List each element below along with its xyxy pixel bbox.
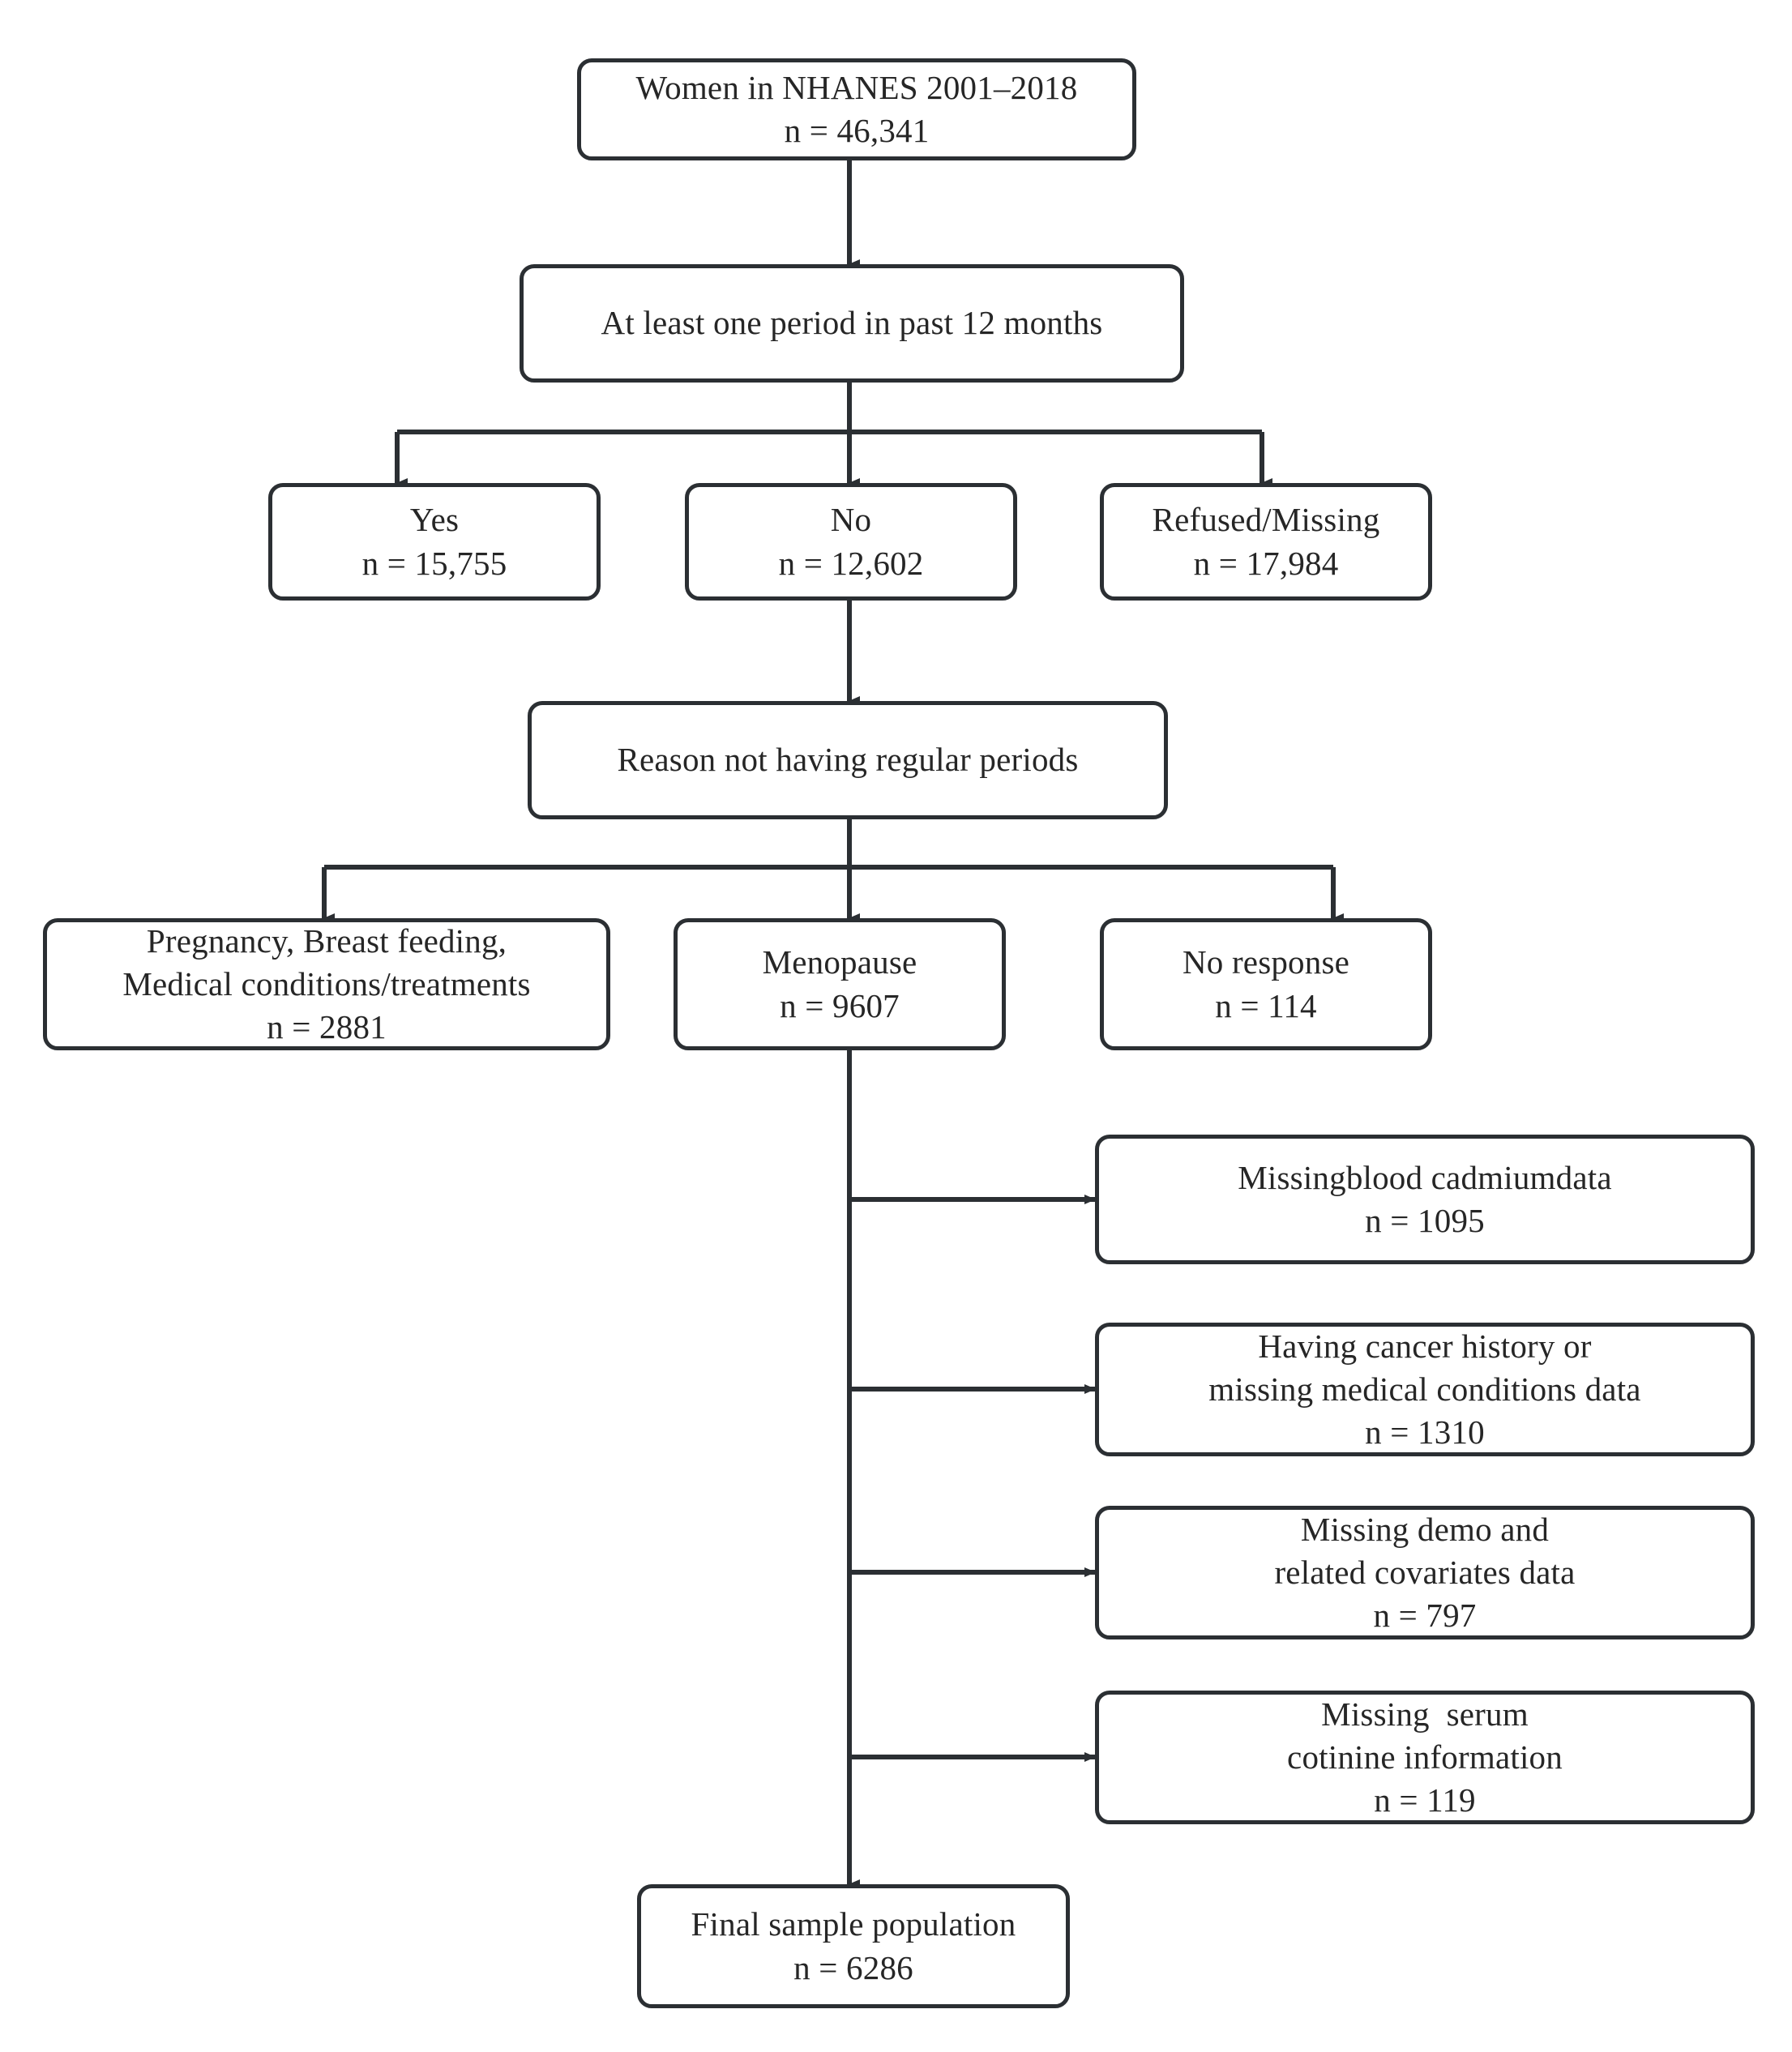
node-line: Menopause bbox=[762, 943, 917, 981]
node-line: Missingblood cadmiumdata bbox=[1238, 1158, 1612, 1196]
node-refused-missing: Refused/Missing n = 17,984 bbox=[1100, 483, 1432, 601]
node-line: Final sample population bbox=[691, 1905, 1016, 1943]
node-line: Reason not having regular periods bbox=[617, 741, 1079, 779]
node-line: Refused/Missing bbox=[1152, 501, 1380, 539]
node-line: n = 1310 bbox=[1365, 1413, 1485, 1451]
node-line: n = 1095 bbox=[1365, 1202, 1485, 1239]
node-line: n = 12,602 bbox=[778, 544, 924, 582]
node-line: At least one period in past 12 months bbox=[601, 304, 1103, 342]
node-line: n = 15,755 bbox=[361, 544, 507, 582]
node-line: Yes bbox=[409, 501, 460, 539]
node-line: related covariates data bbox=[1274, 1553, 1576, 1591]
node-line: n = 17,984 bbox=[1193, 544, 1339, 582]
node-line: n = 114 bbox=[1215, 986, 1317, 1024]
node-no-response: No response n = 114 bbox=[1100, 918, 1432, 1050]
node-line: n = 119 bbox=[1374, 1781, 1476, 1819]
node-yes: Yes n = 15,755 bbox=[268, 483, 601, 601]
node-no: No n = 12,602 bbox=[685, 483, 1017, 601]
node-line: Having cancer history or bbox=[1258, 1327, 1592, 1365]
node-exclusion-missing-serum-cotinine: Missing serum cotinine information n = 1… bbox=[1095, 1691, 1755, 1824]
node-line: Women in NHANES 2001–2018 bbox=[635, 68, 1078, 106]
node-exclusion-missing-blood-cadmium: Missingblood cadmiumdata n = 1095 bbox=[1095, 1135, 1755, 1264]
node-exclusion-cancer-history: Having cancer history or missing medical… bbox=[1095, 1323, 1755, 1456]
node-line: No response bbox=[1182, 943, 1350, 981]
node-line: n = 6286 bbox=[793, 1948, 913, 1986]
node-reason-not-regular-periods: Reason not having regular periods bbox=[528, 701, 1168, 819]
node-pregnancy-breastfeeding-medical: Pregnancy, Breast feeding, Medical condi… bbox=[43, 918, 610, 1050]
node-line: n = 9607 bbox=[780, 986, 900, 1024]
node-line: No bbox=[830, 501, 872, 539]
node-line: missing medical conditions data bbox=[1208, 1370, 1641, 1408]
node-line: Medical conditions/treatments bbox=[122, 964, 531, 1002]
node-menopause: Menopause n = 9607 bbox=[674, 918, 1006, 1050]
node-line: n = 2881 bbox=[267, 1008, 387, 1046]
node-line: Missing demo and bbox=[1300, 1510, 1550, 1548]
node-final-sample-population: Final sample population n = 6286 bbox=[637, 1884, 1070, 2008]
node-line: Missing serum bbox=[1321, 1695, 1529, 1733]
node-line: n = 46,341 bbox=[784, 112, 930, 149]
node-at-least-one-period: At least one period in past 12 months bbox=[520, 264, 1184, 383]
node-line: Pregnancy, Breast feeding, bbox=[146, 921, 507, 960]
node-women-nhanes: Women in NHANES 2001–2018 n = 46,341 bbox=[577, 58, 1136, 160]
node-exclusion-missing-demo-covariates: Missing demo and related covariates data… bbox=[1095, 1506, 1755, 1639]
node-line: n = 797 bbox=[1373, 1597, 1477, 1635]
node-line: cotinine information bbox=[1287, 1738, 1563, 1776]
